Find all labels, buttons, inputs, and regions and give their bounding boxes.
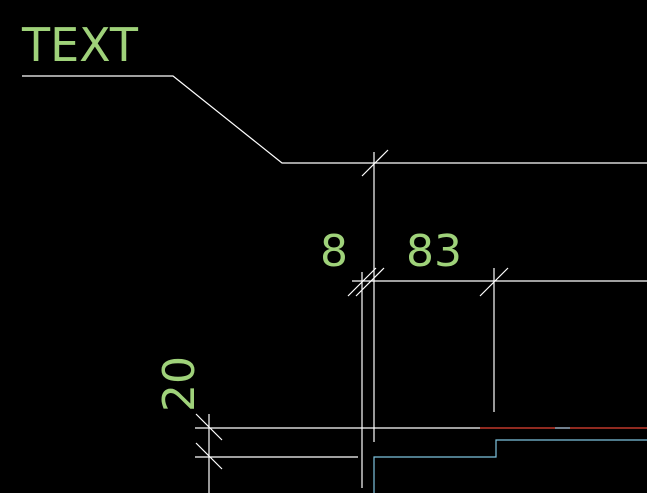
tick-8-right: [355, 267, 385, 297]
leader-text[interactable]: TEXT: [21, 18, 139, 72]
blue-profile[interactable]: [373, 439, 647, 493]
tick-20-top: [195, 413, 223, 441]
leader-line[interactable]: [22, 75, 647, 164]
dimension-text-20[interactable]: 20: [154, 356, 205, 412]
dimension-lines[interactable]: [195, 280, 647, 458]
tick-8-left: [347, 267, 377, 297]
leader[interactable]: [22, 75, 647, 164]
tick-20-bottom: [195, 442, 223, 470]
dimension-text-83[interactable]: 83: [406, 226, 462, 277]
tick-top: [361, 149, 389, 177]
dimension-ticks: [195, 149, 509, 470]
extension-lines[interactable]: [208, 152, 495, 493]
dimension-text-8[interactable]: 8: [320, 226, 348, 277]
tick-83-right: [479, 267, 509, 297]
